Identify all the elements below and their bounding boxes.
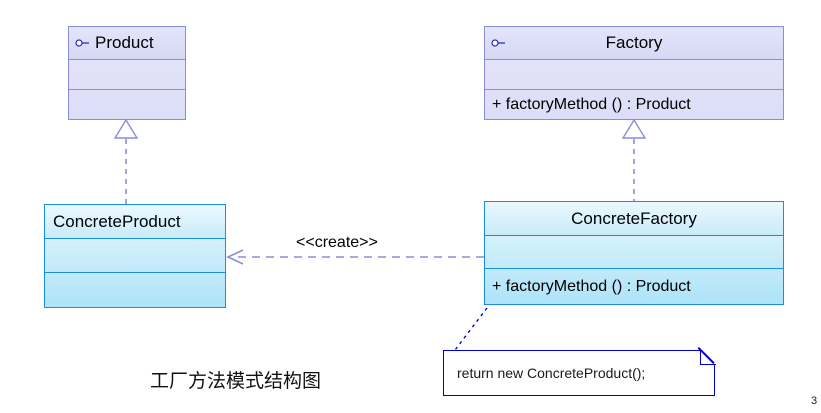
dependency-label-create: <<create>> [296, 234, 378, 252]
interface-icon [491, 39, 505, 47]
note-fold-corner [700, 349, 716, 365]
class-box-concretefactory[interactable]: ConcreteFactory + factoryMethod () : Pro… [484, 201, 784, 305]
class-box-factory[interactable]: Factory + factoryMethod () : Product [484, 26, 784, 120]
class-title-concretefactory: ConcreteFactory [485, 202, 783, 236]
class-title-factory: Factory [485, 27, 783, 60]
dependency-create [226, 249, 484, 265]
attributes-compartment-factory [485, 60, 783, 90]
attributes-compartment-concreteproduct [45, 239, 225, 273]
class-name-label: Product [95, 33, 154, 52]
attributes-compartment-concretefactory [485, 236, 783, 269]
realization-concretefactory-factory [621, 118, 647, 204]
class-box-product[interactable]: Product [68, 26, 186, 120]
attributes-compartment-product [69, 60, 185, 90]
note-text: return new ConcreteProduct(); [457, 365, 646, 381]
operations-compartment-product [69, 90, 185, 119]
operation-label: + factoryMethod () : Product [492, 277, 691, 295]
operations-compartment-factory: + factoryMethod () : Product [485, 90, 783, 119]
class-name-label: ConcreteFactory [571, 208, 697, 228]
realization-concreteproduct-product [113, 118, 139, 204]
create-stereotype-text: <<create>> [296, 234, 378, 251]
diagram-caption: 工厂方法模式结构图 [150, 370, 322, 392]
operations-compartment-concreteproduct [45, 273, 225, 307]
class-name-label: Factory [605, 33, 663, 52]
class-box-concreteproduct[interactable]: ConcreteProduct [44, 204, 226, 308]
class-name-label: ConcreteProduct [53, 211, 181, 231]
operations-compartment-concretefactory: + factoryMethod () : Product [485, 269, 783, 304]
note-return-statement[interactable]: return new ConcreteProduct(); [443, 349, 716, 396]
class-title-concreteproduct: ConcreteProduct [45, 205, 225, 239]
operation-label: + factoryMethod () : Product [492, 95, 691, 113]
interface-icon [75, 39, 89, 47]
page-corner-mark: 3 [811, 395, 818, 407]
class-title-product: Product [69, 27, 185, 60]
note-body [443, 350, 715, 396]
note-anchor-line [451, 307, 488, 355]
